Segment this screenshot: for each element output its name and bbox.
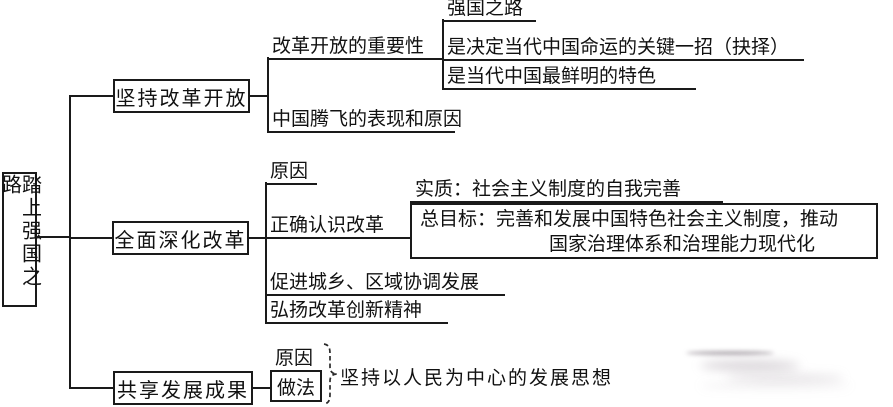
connector-branch3-children — [252, 387, 270, 389]
box-method: 做法 — [270, 370, 322, 402]
leaf-distinct-feature: 是当代中国最鲜明的特色 — [442, 65, 696, 90]
connector-trunk-vertical — [69, 95, 71, 389]
leaf-essence: 实质：社会主义制度的自我完善 — [410, 178, 723, 203]
root-node-label: 踏上强国之路 — [0, 174, 41, 289]
bracket-branch1 — [267, 57, 269, 133]
leaf-reason-deepen: 原因 — [265, 160, 317, 185]
connector-trunk-branch3 — [69, 387, 113, 389]
bracket-branch2 — [265, 182, 267, 324]
watermark-smudge — [686, 351, 774, 355]
connector-trunk-branch2 — [69, 237, 112, 239]
dashed-brace-icon — [323, 343, 338, 405]
connector-trunk-branch1 — [69, 95, 113, 97]
connector-root-trunk — [36, 236, 70, 238]
branch-box-reform-opening: 坚持改革开放 — [113, 79, 250, 113]
connector-branch2-children — [248, 237, 266, 239]
connector-branch1-children — [249, 95, 268, 97]
leaf-innovation-spirit: 弘扬改革创新精神 — [265, 299, 448, 324]
leaf-key-move: 是决定当代中国命运的关键一招（抉择） — [442, 36, 804, 61]
watermark-smudge — [726, 374, 844, 381]
box-general-goal: 总目标：完善和发展中国特色社会主义制度，推动 国家治理体系和治理能力现代化 — [410, 203, 878, 259]
leaf-china-rise: 中国腾飞的表现和原因 — [267, 108, 462, 133]
watermark-smudge — [700, 360, 800, 371]
root-node: 踏上强国之路 — [0, 172, 41, 307]
watermark-smudge — [700, 383, 850, 388]
branch-box-deepen-reform: 全面深化改革 — [112, 221, 249, 255]
leaf-reform-importance: 改革开放的重要性 — [267, 35, 443, 60]
leaf-reason-share: 原因 — [270, 347, 322, 372]
general-goal-line1: 总目标：完善和发展中国特色社会主义制度，推动 — [420, 209, 839, 230]
leaf-strong-country-road: 强国之路 — [442, 0, 536, 22]
bracket-importance — [442, 19, 444, 90]
branch-box-share-results: 共享发展成果 — [113, 371, 253, 405]
leaf-urban-rural: 促进城乡、区域协调发展 — [265, 271, 505, 296]
leaf-understand-reform: 正确认识改革 — [265, 214, 410, 239]
text-people-centered: 坚持以人民为中心的发展思想 — [340, 368, 614, 389]
general-goal-line2: 国家治理体系和治理能力现代化 — [549, 234, 816, 255]
